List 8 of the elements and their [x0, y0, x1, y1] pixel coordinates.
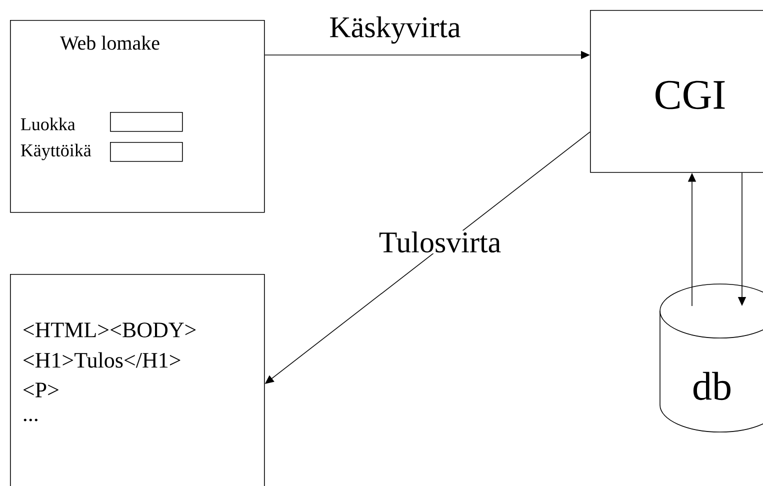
database-cylinder: db	[660, 284, 763, 432]
field-label: Luokka	[20, 118, 76, 130]
edge-label: Tulosvirta	[378, 230, 502, 254]
node-label: db	[693, 372, 730, 400]
process-box: CGI	[590, 10, 763, 173]
document-box: <HTML><BODY> <H1>Tulos</H1> <P> ...	[10, 274, 265, 486]
edge-label: Käskyvirta	[328, 15, 462, 45]
field-label: Käyttöikä	[20, 144, 92, 160]
